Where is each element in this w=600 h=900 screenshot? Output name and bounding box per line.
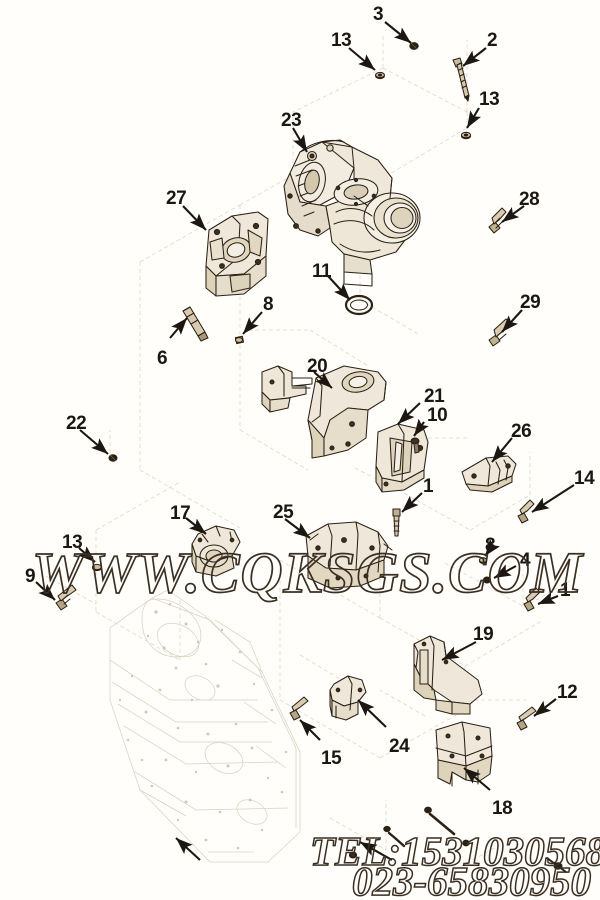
callout-capscrew: 15 <box>321 748 342 769</box>
callout-lock-washer: 4 <box>520 550 531 571</box>
callout-mounting-bracket: 25 <box>273 502 294 523</box>
callout-plug: 3 <box>373 4 384 25</box>
callout-o-ring-seal: 11 <box>312 261 332 282</box>
callout-capscrew: 12 <box>557 682 578 703</box>
callout-stud-short: 28 <box>519 189 540 210</box>
callout-capscrew: 9 <box>25 566 36 587</box>
callout-washer: 8 <box>263 294 274 315</box>
callout-capscrew: 10 <box>427 405 448 426</box>
callout-bracket-small: 24 <box>389 736 410 757</box>
callout-washer: 8 <box>485 535 496 556</box>
callout-washer: 13 <box>62 532 83 553</box>
callout-support-brace: 19 <box>473 624 494 645</box>
callout-dowel-pin: 6 <box>157 348 168 369</box>
callout-mounting-block: 18 <box>492 798 513 819</box>
callout-bracket-support: 21 <box>424 386 445 407</box>
callout-capscrew: 14 <box>574 468 595 489</box>
callout-support-bracket: 17 <box>170 503 191 524</box>
callout-capscrew: 1 <box>423 476 434 497</box>
callout-washer: 13 <box>479 89 500 110</box>
callout-air-compressor: 23 <box>281 110 302 131</box>
callout-capscrew: 1 <box>560 580 571 601</box>
callout-washer: 13 <box>331 30 352 51</box>
callout-stud-taper: 29 <box>520 292 541 313</box>
callout-capscrew-long: 2 <box>487 30 498 51</box>
callout-support-arm: 20 <box>307 356 328 377</box>
callout-clamp-bar: 26 <box>511 421 532 442</box>
callout-plug-small: 22 <box>66 413 87 434</box>
callout-mounting-bracket-plate: 27 <box>166 188 187 209</box>
